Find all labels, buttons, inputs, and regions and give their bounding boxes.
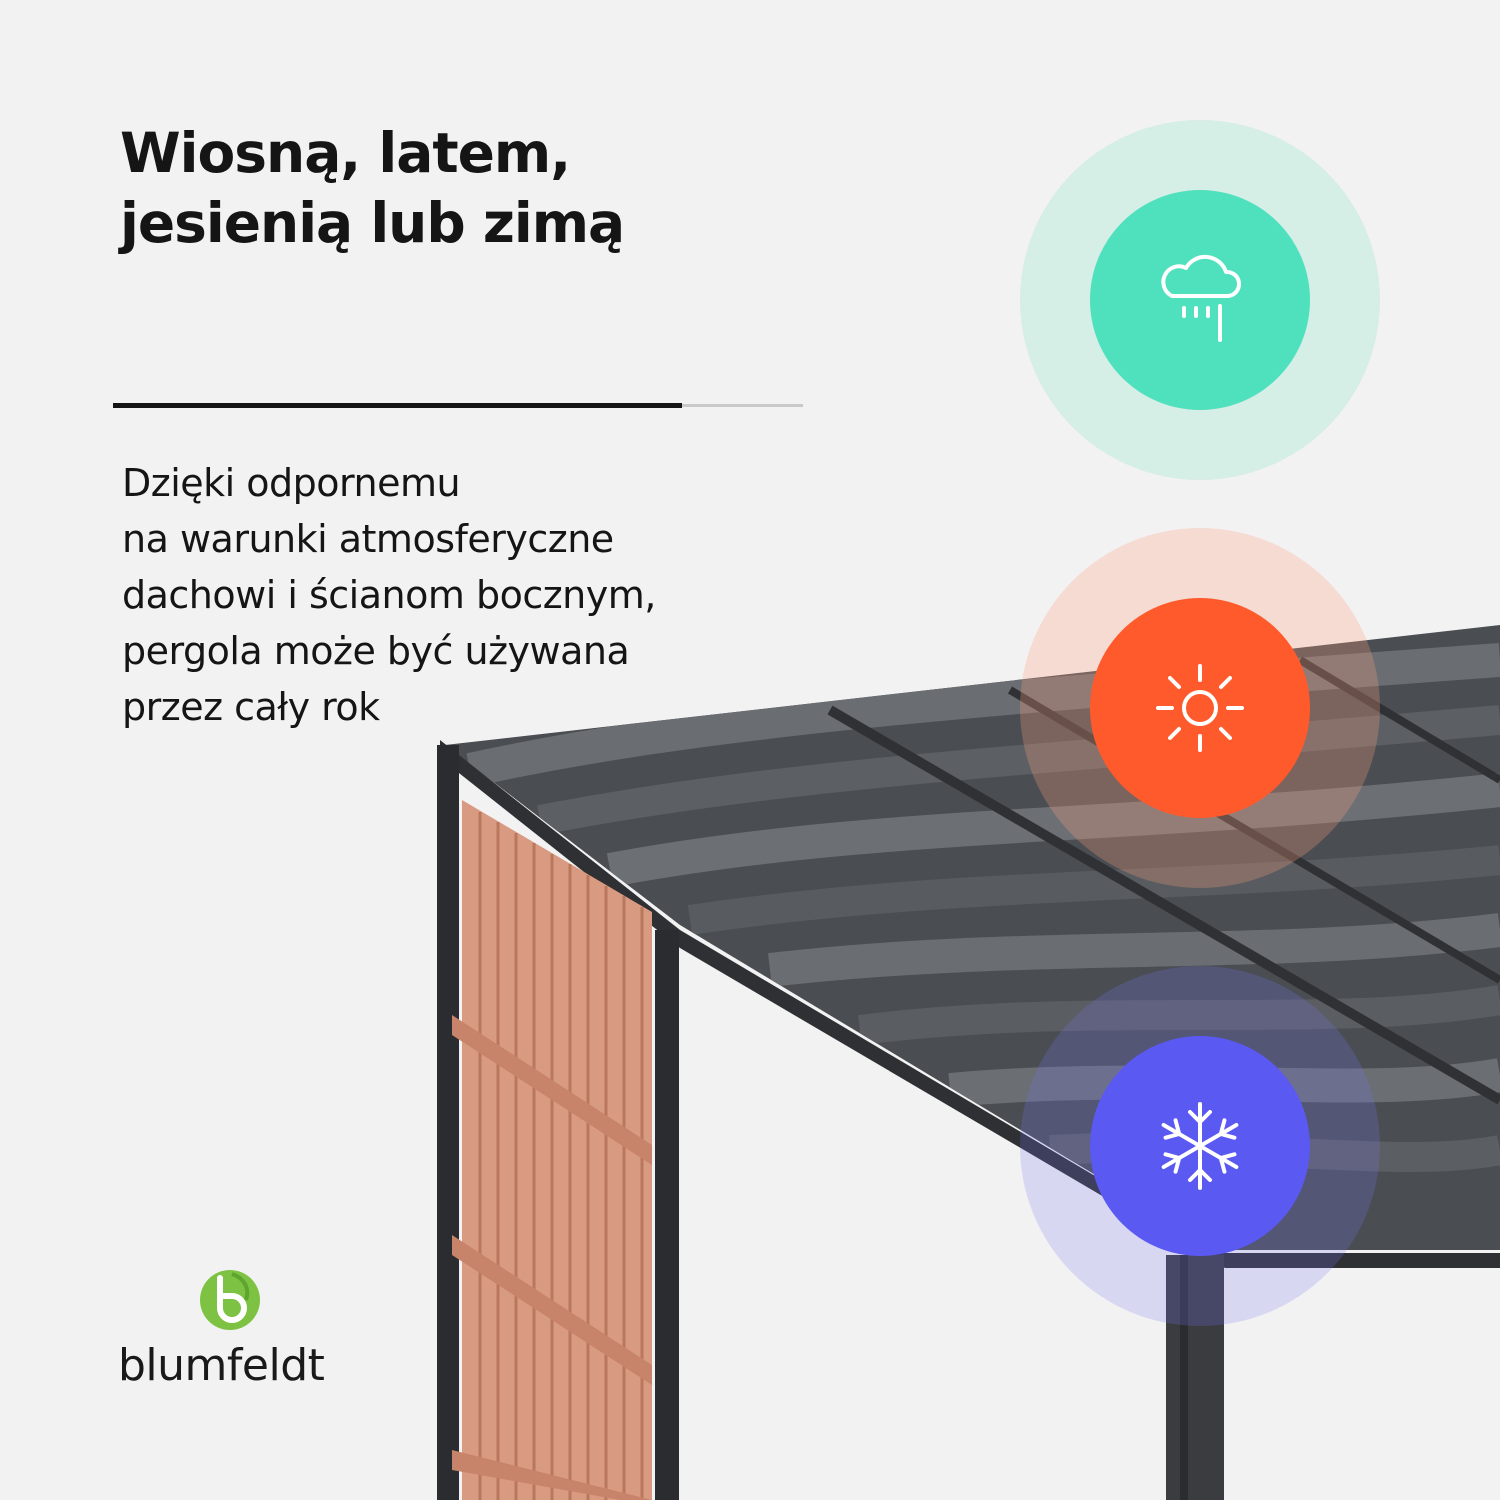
rain-badge-inner — [1090, 190, 1310, 410]
rain-cloud-icon — [1161, 254, 1241, 342]
progress-divider — [113, 403, 803, 408]
description-line: dachowi i ścianom bocznym, — [122, 573, 656, 617]
wooden-side-wall — [452, 800, 652, 1500]
leaf-logo-icon — [200, 1270, 260, 1330]
headline-line: Wiosną, latem, — [120, 121, 571, 185]
brand-logo: blumfeldt — [118, 1268, 358, 1398]
description: Dzięki odpornemu na warunki atmosferyczn… — [122, 455, 762, 735]
headline: Wiosną, latem, jesienią lub zimą — [120, 118, 840, 258]
brand-name: blumfeldt — [118, 1340, 325, 1391]
snow-badge-inner — [1090, 1036, 1310, 1256]
description-line: przez cały rok — [122, 685, 380, 729]
headline-line: jesienią lub zimą — [120, 191, 625, 255]
description-line: Dzięki odpornemu — [122, 461, 461, 505]
description-line: na warunki atmosferyczne — [122, 517, 614, 561]
snowflake-icon — [1161, 1102, 1239, 1190]
sun-badge — [1020, 528, 1380, 888]
snow-badge — [1020, 966, 1380, 1326]
pergola-post-front-left — [655, 930, 679, 1500]
description-line: pergola może być używana — [122, 629, 630, 673]
pergola-post-front-right — [1166, 1255, 1224, 1500]
progress-fill — [113, 403, 683, 408]
sun-badge-inner — [1090, 598, 1310, 818]
pergola-post-back — [437, 745, 459, 1500]
rain-badge — [1020, 120, 1380, 480]
sun-icon — [1156, 664, 1244, 752]
